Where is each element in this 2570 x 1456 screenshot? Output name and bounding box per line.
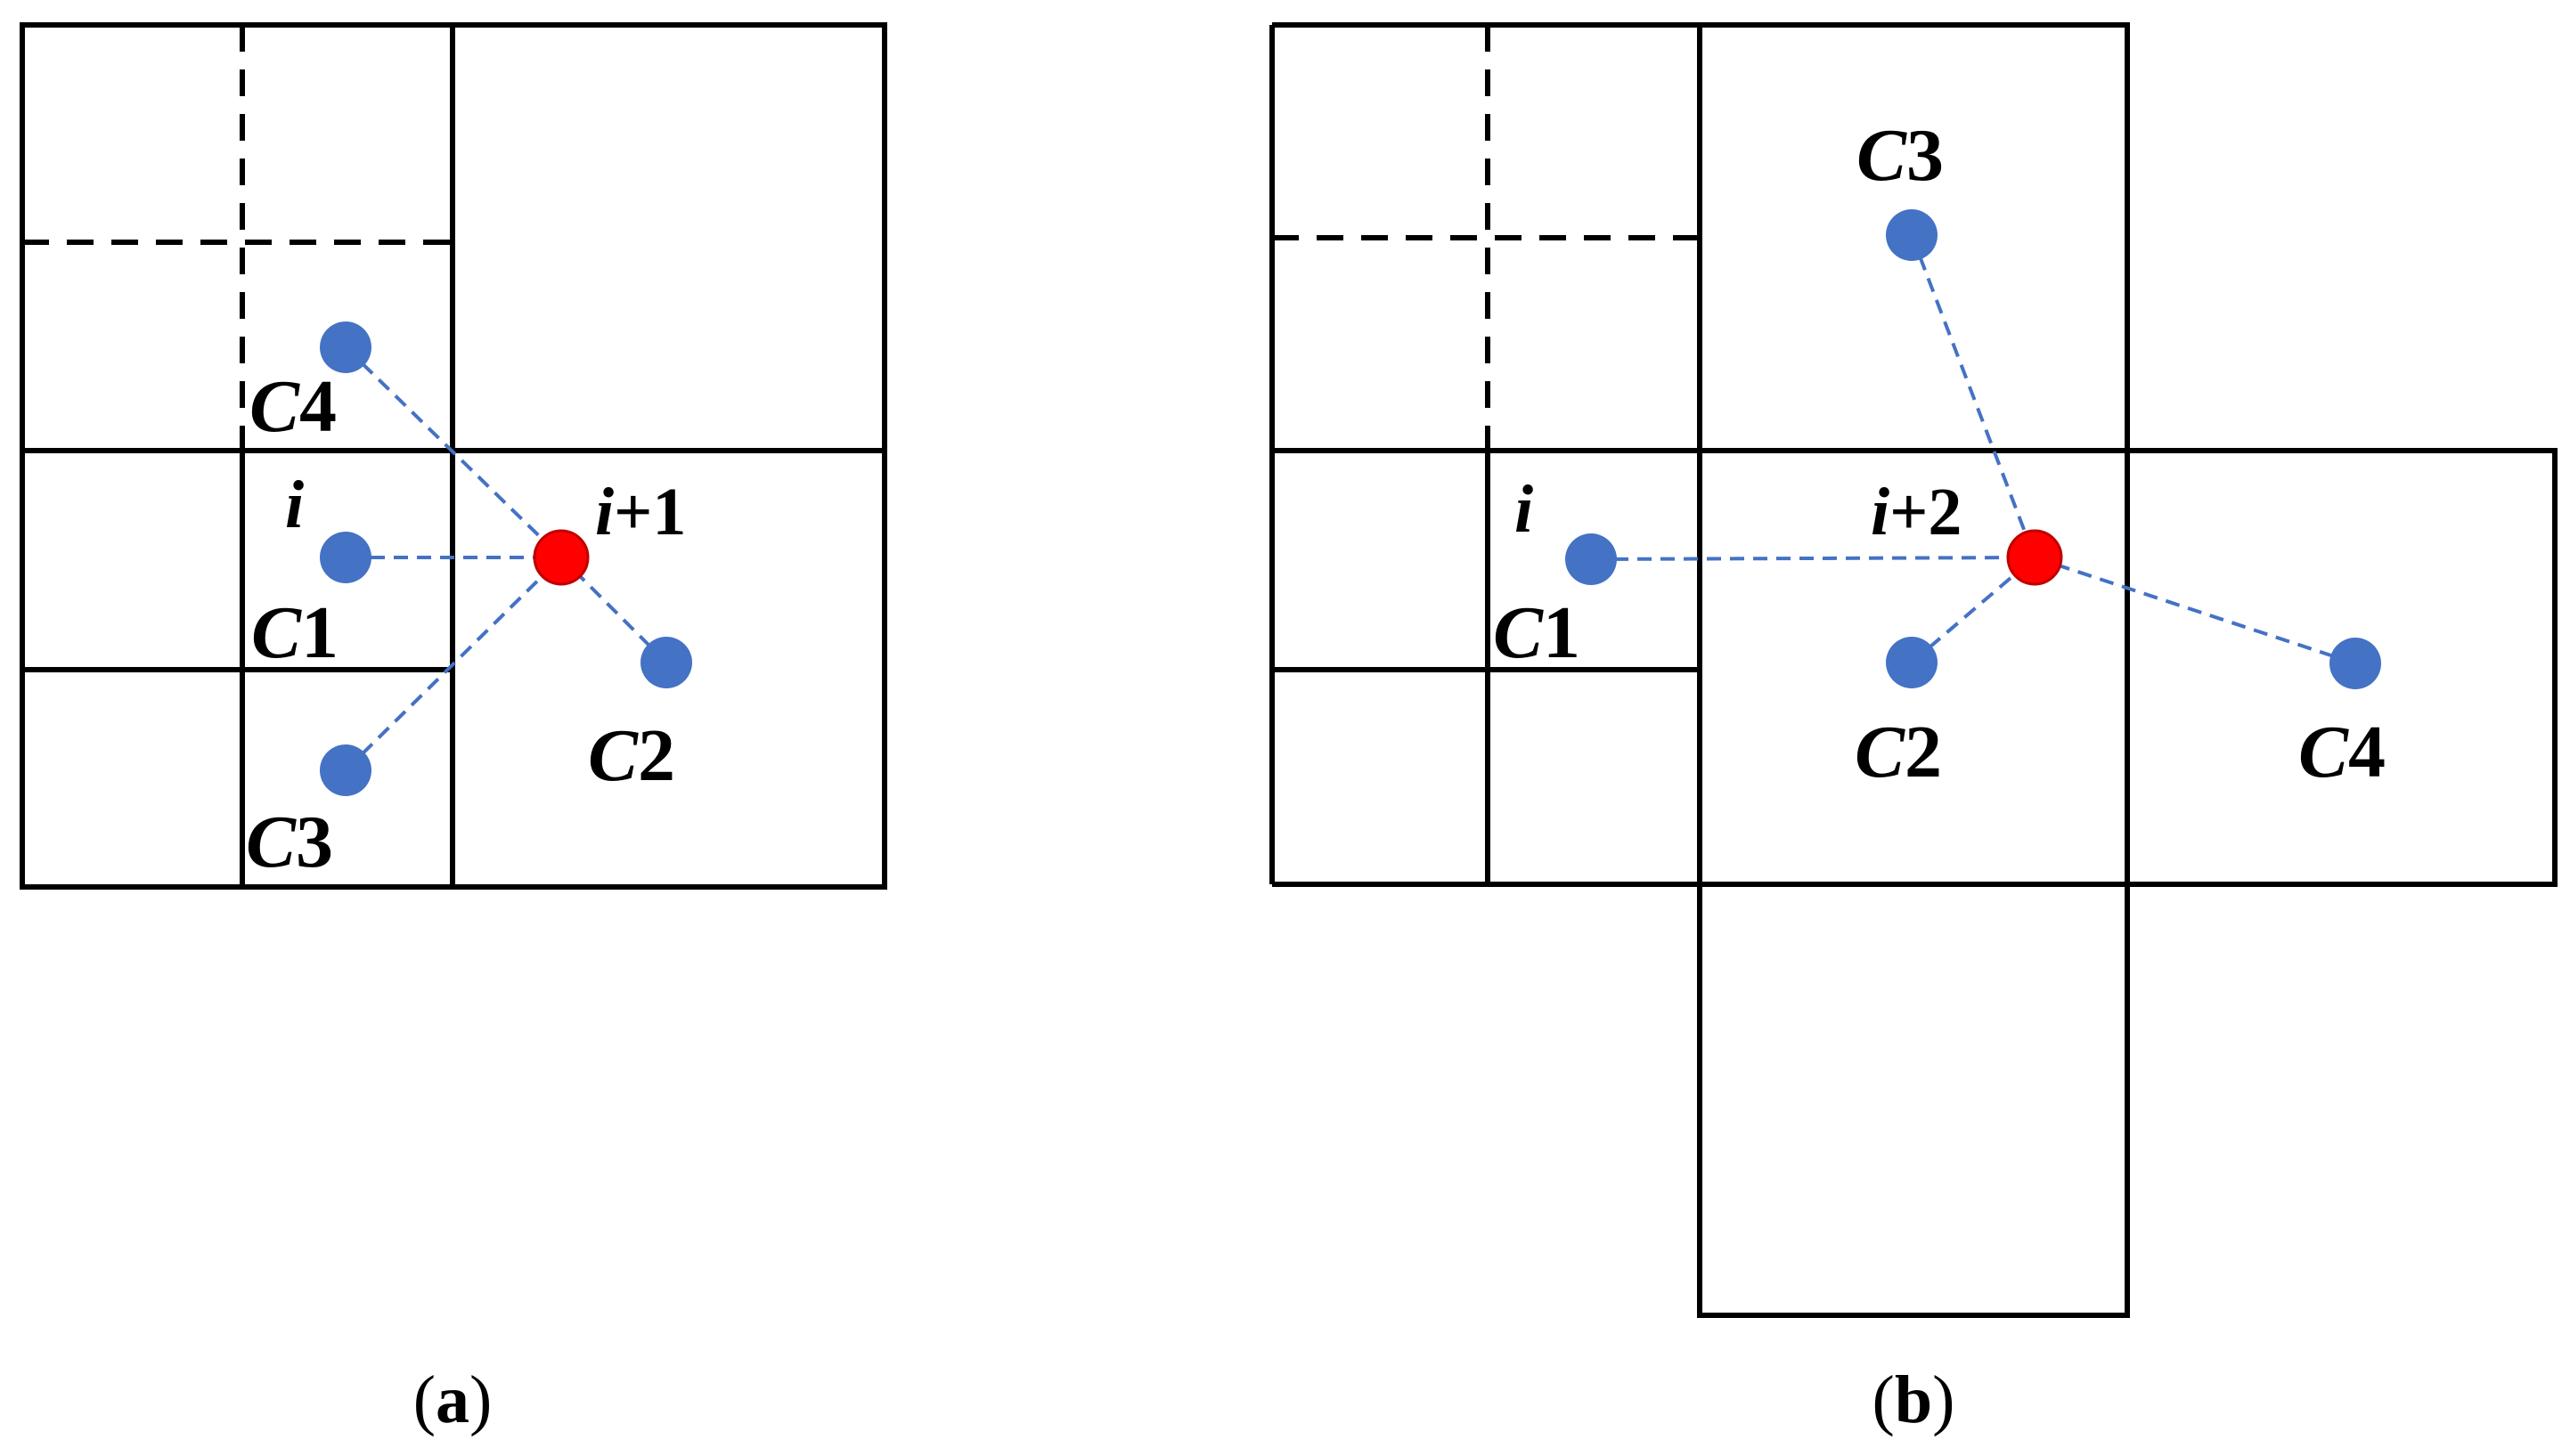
- panel-b-label-c2: C2: [1855, 711, 1942, 793]
- panel-a-nodes: [320, 321, 692, 796]
- panel-b-nodes: [1565, 209, 2381, 689]
- panel-b-center-label: i+2: [1871, 475, 1962, 549]
- panel-a-label-c2: C2: [588, 714, 675, 797]
- panel-a-grid: [20, 22, 887, 890]
- panel-b-caption: (b): [1872, 1362, 1955, 1437]
- panel-a-labels: i i+1 C1 C2 C3 C4: [246, 365, 686, 883]
- panel-b-node-c3: [1886, 209, 1938, 261]
- panel-b-right-cell: [2125, 448, 2558, 887]
- panel-a-node-c3: [320, 744, 371, 796]
- panel-a-node-c1: [320, 532, 371, 583]
- panel-b-source-label: i: [1514, 472, 1533, 547]
- panel-b-link-c1: [1590, 556, 2036, 561]
- panel-b-links: [1590, 234, 2356, 665]
- panel-a-link-c3: [344, 556, 563, 772]
- panel-b-node-c4: [2329, 638, 2381, 689]
- panel-a-node-c4: [320, 321, 371, 373]
- panel-b-labels: i i+2 C1 C2 C3 C4: [1493, 114, 2386, 793]
- panel-a-link-c4: [344, 346, 563, 559]
- panel-b-bottom-cell: [1697, 882, 2130, 1318]
- panel-a-center-node: [533, 529, 590, 586]
- panel-a-dashed-grid: [22, 25, 453, 451]
- panel-b-link-c4: [2034, 556, 2356, 665]
- panel-a-center-label: i+1: [595, 475, 686, 549]
- panel-a-node-c2: [640, 637, 692, 688]
- panel-b-link-c3: [1910, 234, 2036, 558]
- panel-a-caption: (a): [413, 1362, 493, 1437]
- panel-b-label-c4: C4: [2298, 711, 2386, 793]
- panel-b: i i+2 C1 C2 C3 C4 (b): [1269, 22, 2558, 1437]
- panel-b-node-c2: [1886, 637, 1938, 688]
- panel-b-center-node: [2006, 529, 2063, 586]
- panel-b-link-c2: [1910, 556, 2036, 664]
- panel-b-dashed-grid: [1272, 25, 1700, 451]
- panel-b-label-c1: C1: [1493, 591, 1580, 674]
- panel-b-label-c3: C3: [1856, 114, 1944, 197]
- panel-a-label-c4: C4: [249, 365, 337, 448]
- panel-a-label-c3: C3: [246, 801, 333, 883]
- panel-a: i i+1 C1 C2 C3 C4 (a): [20, 22, 887, 1437]
- panel-a-label-c1: C1: [251, 591, 339, 674]
- panel-a-source-label: i: [285, 468, 304, 542]
- panel-a-links: [344, 346, 668, 772]
- panel-b-node-c1: [1565, 533, 1617, 585]
